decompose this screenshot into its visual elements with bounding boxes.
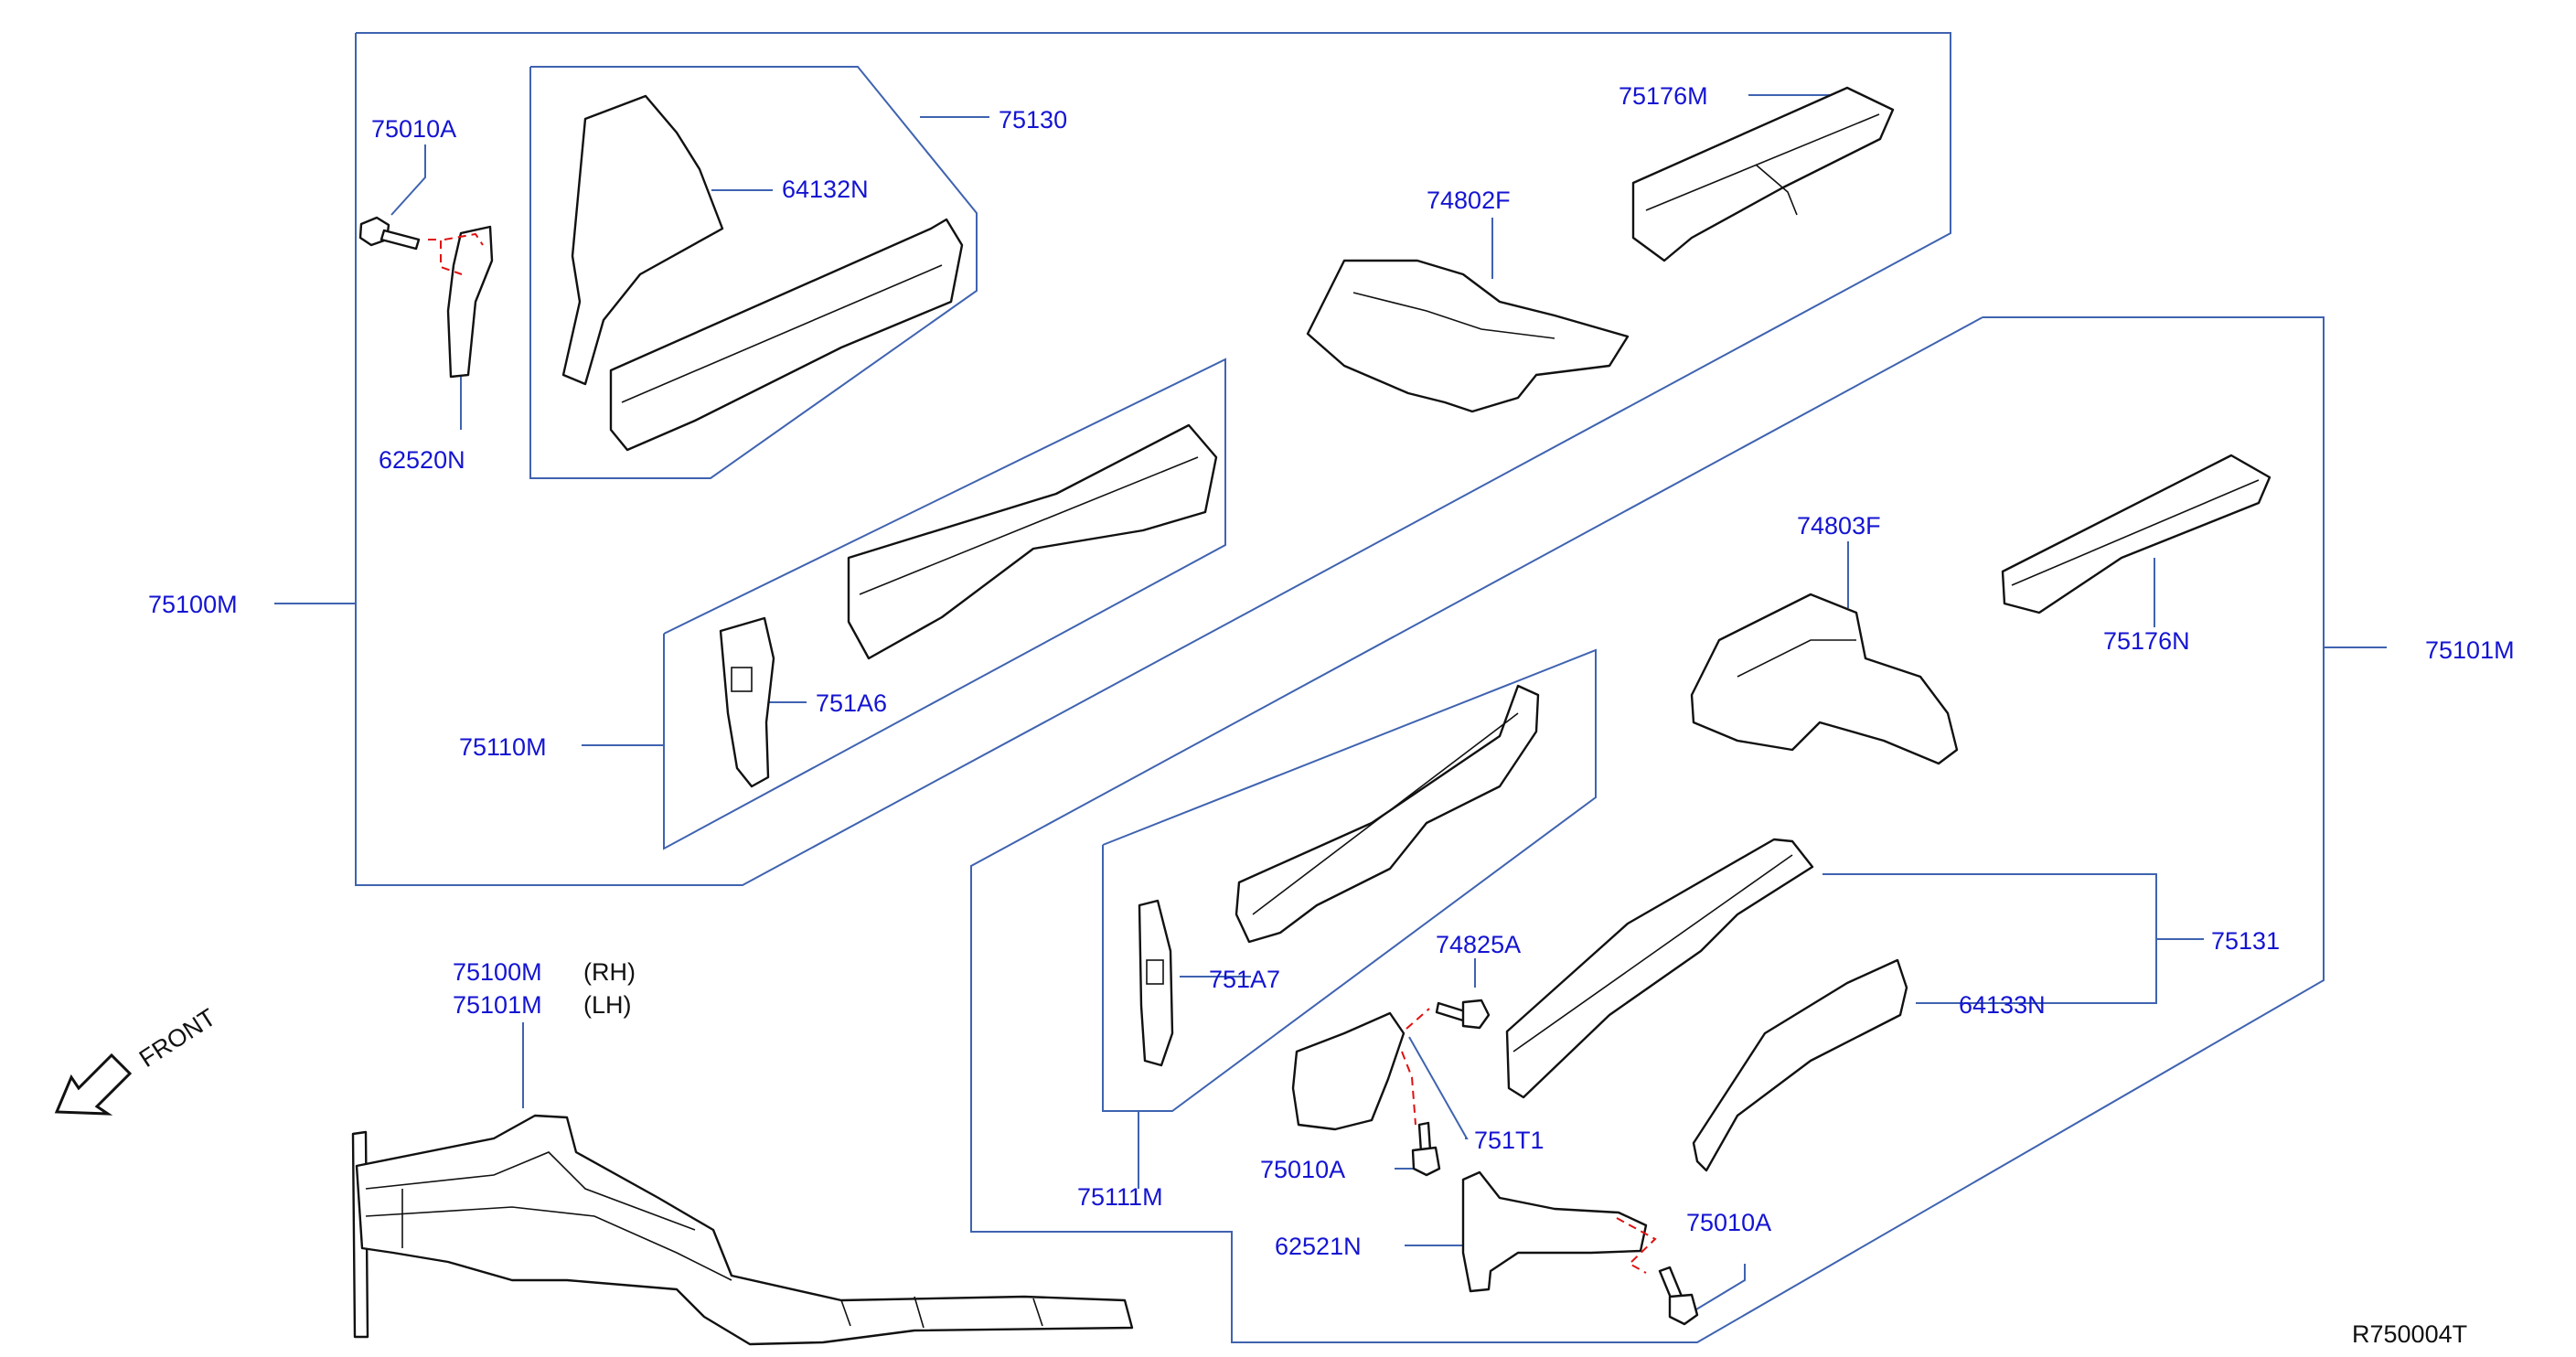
callout-75110M: 75110M: [459, 733, 547, 761]
frame-75101M: [970, 316, 2325, 1343]
part-64132N: [561, 94, 724, 386]
legend-rh-side: (RH): [583, 958, 636, 986]
part-75130-member: [609, 218, 964, 452]
part-assembly-view: [351, 1114, 1134, 1346]
part-75111M-member: [1235, 684, 1540, 944]
part-75176M: [1631, 86, 1895, 262]
part-62521N: [1461, 1170, 1648, 1293]
callout-74825A: 74825A: [1436, 931, 1521, 958]
callout-64132N: 64132N: [782, 176, 869, 203]
bolt-75010A-middle: [1411, 1121, 1441, 1177]
callout-74803F: 74803F: [1797, 512, 1881, 540]
callout-75010A-top: 75010A: [371, 115, 456, 143]
callout-75010A-middle: 75010A: [1260, 1156, 1345, 1183]
frame-75111M: [1102, 648, 1597, 1112]
callout-75176M: 75176M: [1619, 82, 1708, 110]
part-64133N: [1692, 958, 1908, 1172]
part-62520N: [446, 225, 494, 379]
diagram-id: R750004T: [2352, 1320, 2467, 1348]
legend-lh-side: (LH): [583, 991, 632, 1019]
callout-75100M: 75100M: [148, 591, 238, 618]
callout-75010A-bottom: 75010A: [1686, 1209, 1771, 1236]
legend-lh-part: 75101M: [453, 991, 542, 1019]
callout-75111M: 75111M: [1077, 1183, 1163, 1211]
callout-751A7: 751A7: [1209, 966, 1280, 993]
part-75131-member: [1505, 838, 1814, 1099]
frame-75130: [529, 66, 978, 479]
frame-75100M: [355, 32, 1951, 886]
callout-75131: 75131: [2211, 927, 2280, 955]
callout-751A6: 751A6: [816, 689, 887, 717]
legend-rh-part: 75100M: [453, 958, 542, 986]
part-75176N: [2001, 454, 2271, 614]
part-751A7: [1138, 899, 1174, 1067]
callout-62521N: 62521N: [1275, 1233, 1362, 1260]
callout-74802F: 74802F: [1427, 187, 1511, 214]
front-label: FRONT: [134, 1003, 220, 1073]
leader-lines: [274, 94, 2387, 1313]
part-751A6: [719, 616, 775, 788]
frame-75110M: [663, 358, 1226, 850]
bolt-74825A: [1435, 999, 1491, 1030]
callout-75101M: 75101M: [2425, 636, 2515, 664]
callout-751T1: 751T1: [1474, 1127, 1545, 1154]
part-74802F: [1306, 259, 1630, 413]
part-751T1: [1291, 1011, 1406, 1131]
bolt-75010A-top: [358, 216, 421, 251]
bolt-75010A-bottom: [1658, 1266, 1699, 1326]
callout-62520N: 62520N: [379, 446, 465, 474]
front-arrow-icon: [54, 1052, 133, 1116]
callout-75176N: 75176N: [2103, 627, 2190, 655]
callout-64133N: 64133N: [1959, 991, 2046, 1019]
red-indicator-1: [428, 239, 463, 275]
part-74803F: [1690, 593, 1959, 765]
callout-75130: 75130: [999, 106, 1067, 134]
part-75110M-member: [847, 423, 1218, 660]
